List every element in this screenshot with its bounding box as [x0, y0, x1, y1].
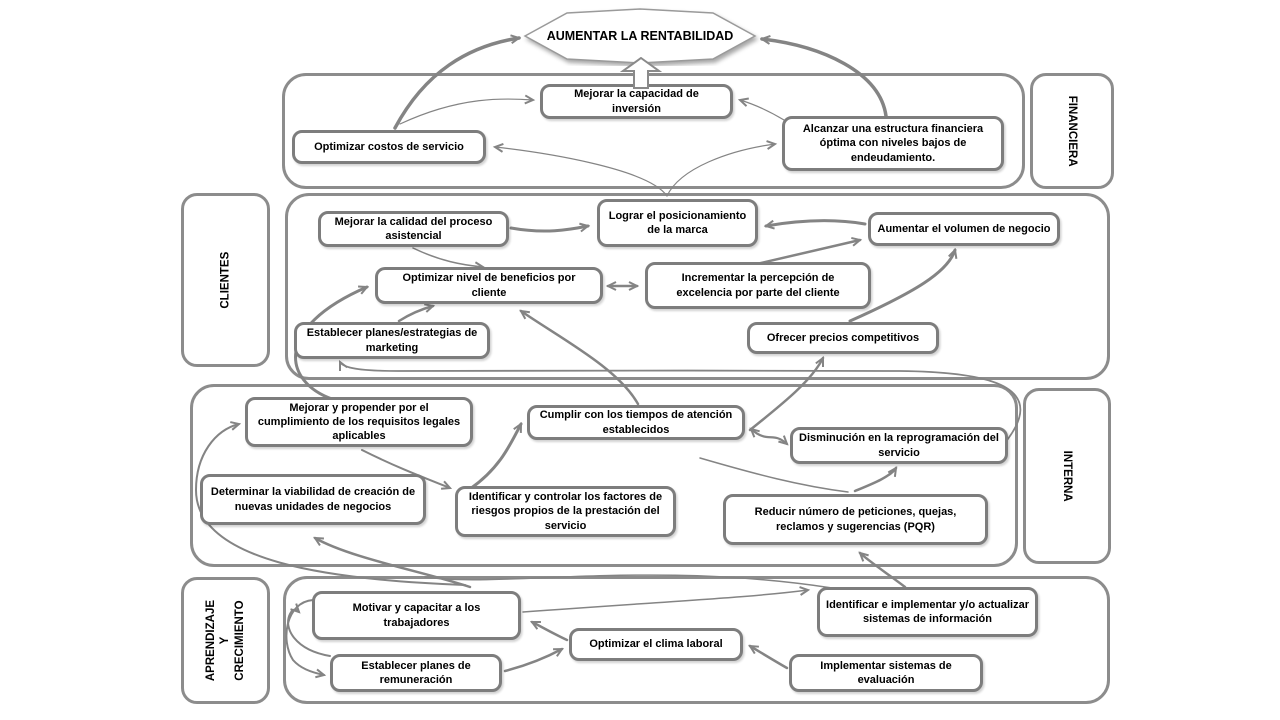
node-incrementar-percepcion-excelencia: Incrementar la percepción de excelencia … [645, 262, 871, 309]
connector-arrow [522, 586, 811, 613]
connector-arrow [503, 647, 564, 673]
node-optimizar-beneficios-cliente: Optimizar nivel de beneficios por client… [375, 267, 603, 304]
connector-arrow [763, 219, 867, 230]
connector-arrow [530, 620, 569, 642]
node-establecer-planes-marketing: Establecer planes/estrategias de marketi… [294, 322, 490, 359]
node-establecer-planes-remuneracion: Establecer planes de remuneración [330, 654, 502, 692]
connector-arrow [853, 466, 898, 493]
label-interna: INTERNA [1023, 388, 1111, 564]
connector-arrow [397, 303, 436, 323]
label-aprendizaje: APRENDIZAJE Y CRECIMIENTO [181, 577, 270, 704]
node-mejorar-propender-requisitos: Mejorar y propender por el cumplimiento … [245, 397, 473, 447]
connector-arrow [393, 34, 522, 130]
connector-arrow [492, 142, 668, 197]
connector-arrow [424, 574, 833, 589]
connector-arrow [338, 360, 1022, 445]
node-identificar-sistemas-informacion: Identificar e implementar y/o actualizar… [817, 587, 1038, 637]
connector-arrow [749, 427, 789, 446]
connector-arrow [858, 551, 907, 589]
label-financiera: FINANCIERA [1030, 73, 1114, 189]
goal-hexagon [523, 8, 757, 64]
goal-label: AUMENTAR LA RENTABILIDAD [546, 28, 734, 43]
connector-arrow [313, 536, 472, 589]
connector-arrow [287, 603, 331, 657]
node-disminucion-reprogramacion: Disminución en la reprogramación del ser… [790, 427, 1008, 464]
label-clientes: CLIENTES [181, 193, 270, 367]
band-clientes [285, 193, 1110, 380]
connector-arrow [759, 35, 888, 118]
node-reducir-pqr: Reducir número de peticiones, quejas, re… [723, 494, 988, 545]
connector-arrow [737, 97, 785, 121]
node-aumentar-volumen-negocio: Aumentar el volumen de negocio [868, 212, 1060, 246]
connector-arrow [748, 644, 789, 670]
up-block-arrow-icon [620, 57, 662, 89]
connector-arrow [509, 222, 591, 233]
connector-arrow [361, 449, 453, 490]
node-mejorar-calidad-proceso: Mejorar la calidad del proceso asistenci… [318, 211, 509, 247]
connector-arrow [519, 309, 640, 406]
node-lograr-posicionamiento-marca: Lograr el posicionamiento de la marca [597, 199, 758, 247]
connector-arrow [285, 599, 327, 679]
connector-arrow [699, 457, 849, 493]
connector-arrow [748, 356, 825, 432]
node-motivar-capacitar-trabajadores: Motivar y capacitar a los trabajadores [312, 591, 521, 640]
node-mejorar-capacidad-inversion: Mejorar la capacidad de inversión [540, 84, 733, 119]
band-interna [190, 384, 1018, 567]
node-implementar-sistemas-evaluacion: Implementar sistemas de evaluación [789, 654, 983, 692]
node-determinar-viabilidad-unidades: Determinar la viabilidad de creación de … [200, 474, 426, 525]
connector-arrow [848, 247, 958, 323]
node-ofrecer-precios-competitivos: Ofrecer precios competitivos [747, 322, 939, 354]
connector-arrow [412, 247, 486, 272]
band-aprendizaje [283, 576, 1110, 704]
connector-arrow [666, 140, 778, 197]
node-cumplir-tiempos-atencion: Cumplir con los tiempos de atención esta… [527, 405, 745, 440]
node-optimizar-clima-laboral: Optimizar el clima laboral [569, 628, 743, 661]
connector-arrow [399, 94, 536, 125]
node-optimizar-costos-servicio: Optimizar costos de servicio [292, 130, 486, 164]
node-alcanzar-estructura-financiera: Alcanzar una estructura financiera óptim… [782, 116, 1004, 171]
node-identificar-controlar-riesgos: Identificar y controlar los factores de … [455, 486, 676, 537]
band-financiera [282, 73, 1025, 189]
connector-arrow [468, 422, 523, 491]
